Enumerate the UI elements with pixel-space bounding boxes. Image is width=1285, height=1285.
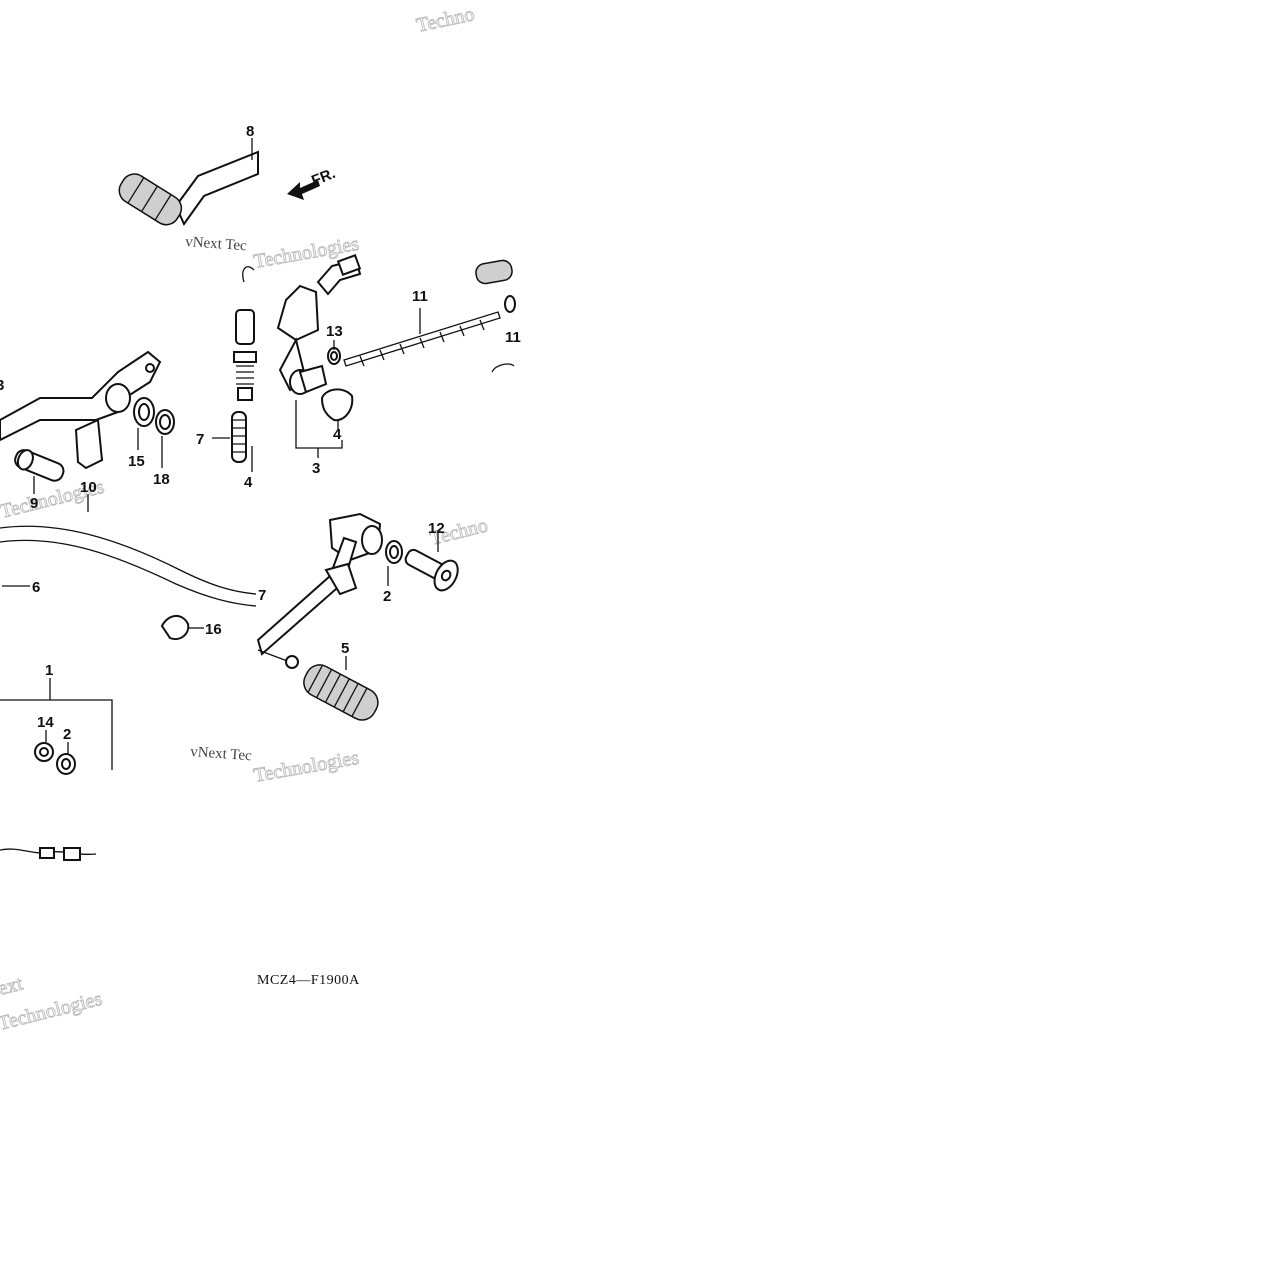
callout-16: 16 bbox=[205, 621, 222, 638]
part-1-kit bbox=[0, 678, 113, 861]
front-marker-label: FR. bbox=[309, 165, 338, 190]
watermark-text: ext bbox=[0, 972, 25, 999]
callout-5: 5 bbox=[341, 640, 349, 657]
part-pedal-assembly-left bbox=[0, 350, 175, 512]
callout-3-partial: 3 bbox=[0, 377, 4, 394]
part-3-shift-arm-assembly bbox=[276, 254, 516, 458]
watermark-text: vNext Tec bbox=[185, 234, 248, 254]
drawing-code: MCZ4—F1900A bbox=[257, 973, 360, 988]
callout-12: 12 bbox=[428, 520, 445, 537]
callout-14: 14 bbox=[37, 714, 54, 731]
callout-7: 7 bbox=[196, 431, 204, 448]
callout-11-partial: 11 bbox=[505, 329, 521, 346]
callout-6: 6 bbox=[32, 579, 40, 596]
watermark-text: vNext Tec bbox=[190, 744, 253, 764]
callout-labels: 8 11 11 13 4 3 3 15 18 7 4 9 10 6 7 16 1… bbox=[0, 123, 521, 743]
callout-11: 11 bbox=[412, 288, 428, 305]
callout-3: 3 bbox=[312, 460, 320, 477]
part-5-footpeg-assembly bbox=[256, 512, 459, 721]
watermark-text: Technologies bbox=[252, 747, 361, 787]
callout-15: 15 bbox=[128, 453, 145, 470]
part-6-brake-rod bbox=[0, 525, 257, 640]
callout-18: 18 bbox=[153, 471, 170, 488]
watermark-text: Techno bbox=[414, 3, 476, 37]
callout-4: 4 bbox=[333, 426, 342, 443]
callout-10: 10 bbox=[80, 479, 97, 496]
part-8-step-bar bbox=[118, 138, 259, 227]
callout-13: 13 bbox=[326, 323, 343, 340]
callout-8: 8 bbox=[246, 123, 254, 140]
callout-4-lower: 4 bbox=[244, 474, 253, 491]
callout-7-partial: 7 bbox=[258, 587, 266, 604]
callout-2: 2 bbox=[383, 588, 391, 605]
callout-9: 9 bbox=[30, 495, 38, 512]
part-7-return-spring bbox=[212, 266, 257, 472]
callout-1: 1 bbox=[45, 662, 53, 679]
callout-2-lower: 2 bbox=[63, 726, 71, 743]
front-direction-arrow: FR. bbox=[287, 165, 338, 200]
